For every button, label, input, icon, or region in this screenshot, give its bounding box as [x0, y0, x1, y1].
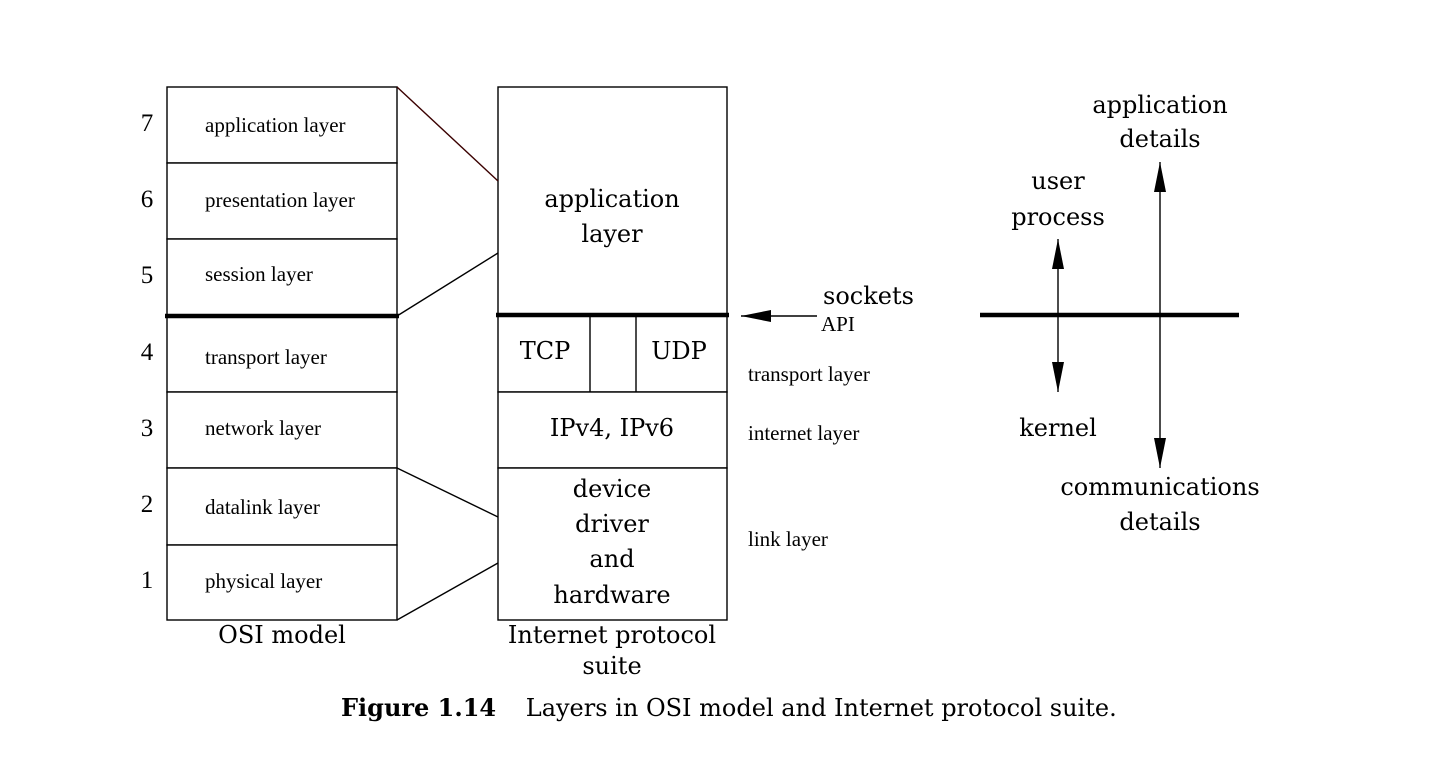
osi-layer-1-label: physical layer	[205, 569, 322, 593]
app-details-line1: application	[1092, 91, 1227, 119]
figure-caption: Figure 1.14 Layers in OSI model and Inte…	[341, 693, 1117, 722]
internet-protocol-suite: application layer TCP UDP IPv4, IPv6 dev…	[497, 86, 728, 680]
osi-layer-7-box	[166, 86, 398, 164]
api-label: API	[821, 312, 855, 336]
inet-caption-line2: suite	[582, 652, 641, 680]
inet-application-box	[497, 86, 728, 317]
inet-application-line2: layer	[581, 220, 643, 248]
user-kernel-diagram: user process kernel application details …	[980, 91, 1260, 536]
app-details-line2: details	[1119, 125, 1200, 153]
comm-details-line2: details	[1119, 508, 1200, 536]
osi-layer-4-number: 4	[141, 339, 154, 366]
link-line4: hardware	[553, 581, 670, 609]
link-line2: driver	[575, 510, 649, 538]
comm-details-line1: communications	[1060, 473, 1259, 501]
tcp-label: TCP	[520, 337, 571, 365]
sockets-label: sockets	[823, 282, 914, 310]
link-line1: device	[573, 475, 651, 503]
osi-layer-6-label: presentation layer	[205, 188, 355, 212]
osi-layer-4-label: transport layer	[205, 345, 327, 369]
osi-layer-1-box	[166, 544, 398, 621]
internet-layer-label: internet layer	[748, 421, 859, 445]
user-label-line1: user	[1031, 167, 1085, 195]
osi-layer-6-box	[166, 162, 398, 240]
figure-text: Layers in OSI model and Internet protoco…	[526, 694, 1117, 722]
inet-application-line1: application	[544, 185, 679, 213]
transport-layer-label: transport layer	[748, 362, 870, 386]
figure-number: Figure 1.14	[341, 693, 496, 722]
osi-layer-5-label: session layer	[205, 262, 313, 286]
osi-model: application layer presentation layer ses…	[141, 86, 398, 649]
inet-link-box	[497, 467, 728, 621]
osi-layer-7-label: application layer	[205, 113, 346, 137]
ip-label: IPv4, IPv6	[550, 414, 674, 442]
kernel-label: kernel	[1019, 414, 1097, 442]
mapping-line-app-bottom	[396, 252, 499, 317]
osi-layer-3-box	[166, 391, 398, 469]
osi-layer-5-box	[166, 238, 398, 317]
link-line3: and	[589, 545, 634, 573]
inet-caption-line1: Internet protocol	[508, 621, 716, 649]
osi-layer-4-box	[166, 315, 398, 393]
osi-layer-3-label: network layer	[205, 416, 321, 440]
osi-layer-2-number: 2	[141, 491, 154, 518]
mapping-line-link-bottom	[396, 562, 499, 621]
osi-layer-6-number: 6	[141, 186, 154, 213]
osi-layer-2-label: datalink layer	[205, 495, 320, 519]
mapping-line-app-top	[396, 86, 499, 182]
osi-layer-2-box	[166, 467, 398, 546]
osi-caption: OSI model	[218, 621, 346, 649]
link-layer-label: link layer	[748, 527, 828, 551]
mapping-lines	[396, 86, 499, 621]
inet-internet-box	[497, 391, 728, 469]
mapping-line-link-top	[396, 467, 499, 518]
user-label-line2: process	[1011, 203, 1105, 231]
osi-layer-7-number: 7	[141, 110, 154, 137]
osi-layer-3-number: 3	[141, 415, 154, 442]
osi-layer-1-number: 1	[141, 567, 154, 594]
udp-label: UDP	[651, 337, 707, 365]
osi-layer-5-number: 5	[141, 262, 154, 289]
